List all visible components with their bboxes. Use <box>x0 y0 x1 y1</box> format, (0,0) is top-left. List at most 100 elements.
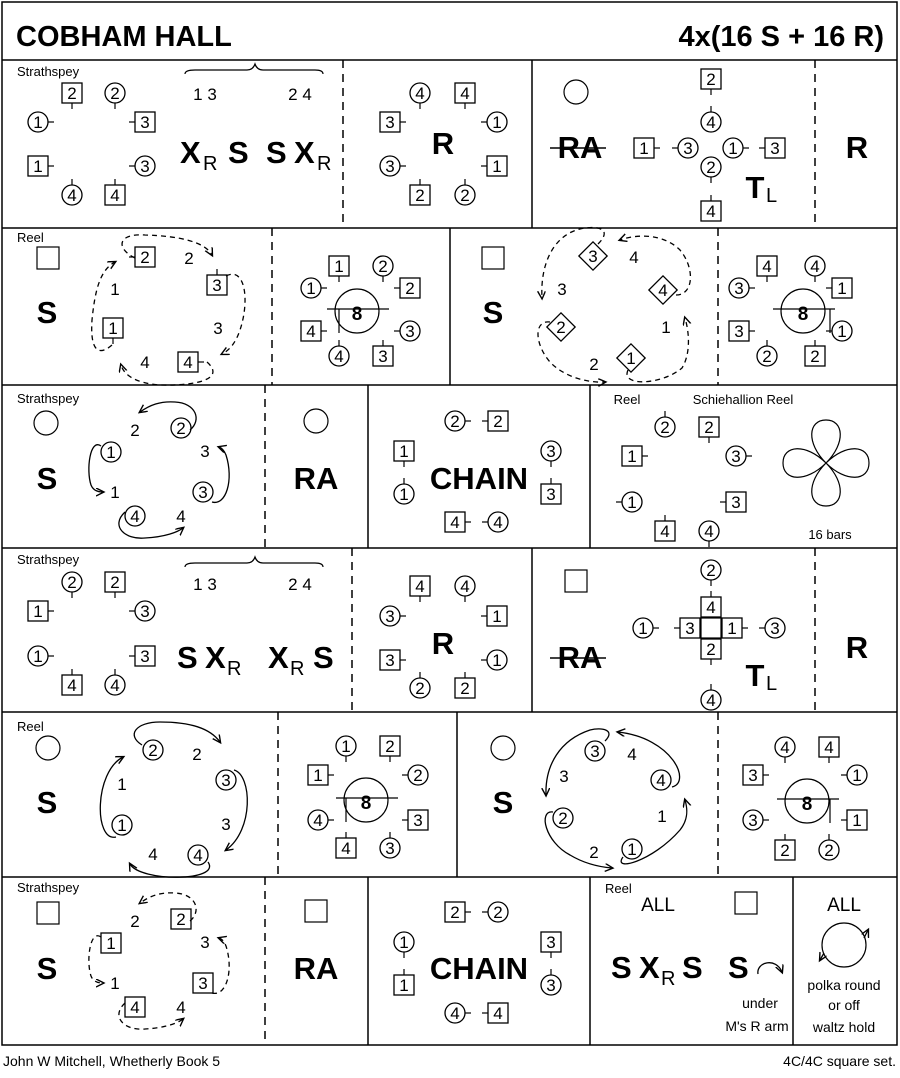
man-1: 1 <box>721 617 748 639</box>
woman-3: 3 <box>742 809 769 831</box>
couples-1-3: 1 3 <box>193 575 217 594</box>
tempo-label: Strathspey <box>17 64 80 79</box>
reel-number: 8 <box>802 794 813 815</box>
all-label: ALL <box>827 895 861 916</box>
dancer-number: 2 <box>413 766 422 785</box>
dancer-number: 2 <box>67 573 76 592</box>
track-arrow <box>542 226 605 298</box>
dancer-number: 1 <box>837 322 846 341</box>
man-4: 4 <box>454 82 476 109</box>
note-text: polka round <box>807 977 880 993</box>
dancer-number: 1 <box>837 279 846 298</box>
track-arrow <box>88 444 103 492</box>
woman-1: 1 <box>841 764 868 786</box>
dancer-number: 2 <box>450 903 459 922</box>
man-1: 1 <box>328 255 350 282</box>
dancer-number: 1 <box>627 493 636 512</box>
figure-text: T <box>746 170 765 205</box>
track-arrow <box>620 800 687 865</box>
woman-2: 2 <box>142 739 164 761</box>
figure-text: CHAIN <box>430 461 528 496</box>
man-3: 3 <box>129 111 156 133</box>
tempo-label: Strathspey <box>17 391 80 406</box>
dancer-number: 1 <box>106 443 115 462</box>
dancer-number: 4 <box>810 257 819 276</box>
dancer-number: 4 <box>130 507 139 526</box>
figure-text: R <box>432 626 454 661</box>
dancer-number: 3 <box>140 602 149 621</box>
woman-2: 2 <box>756 340 778 367</box>
woman-2: 2 <box>552 807 574 829</box>
track-arrow <box>226 769 248 850</box>
dancer-number: 1 <box>399 442 408 461</box>
woman-4: 4 <box>307 809 334 831</box>
man-3: 3 <box>742 764 769 786</box>
dancer-number: 4 <box>67 186 76 205</box>
dance-title: COBHAM HALL <box>16 21 232 53</box>
note-text: or off <box>828 997 860 1013</box>
dancer-number: 4 <box>67 676 76 695</box>
man-4: 4 <box>654 515 676 542</box>
track-arrow <box>140 401 197 431</box>
woman-4: 4 <box>444 1002 471 1024</box>
woman-circle-icon <box>100 441 122 463</box>
track-arrow <box>99 757 123 838</box>
dancer-number: 3 <box>590 742 599 761</box>
dancer-number: 3 <box>685 619 694 638</box>
dancer-number: 1 <box>33 602 42 621</box>
tempo-label: Reel <box>614 392 641 407</box>
dancer-number: 3 <box>683 139 692 158</box>
woman-3: 3 <box>192 481 214 503</box>
man-4: 4 <box>124 996 146 1018</box>
dancer-number: 3 <box>748 811 757 830</box>
set-type: 4C/4C square set. <box>783 1053 896 1069</box>
track-arrow <box>118 511 183 539</box>
dancer-number: 2 <box>460 186 469 205</box>
woman-4: 4 <box>698 520 720 547</box>
centre-square <box>700 617 722 639</box>
man-square-icon <box>192 972 214 994</box>
woman-3: 3 <box>379 155 406 177</box>
dancer-number: 4 <box>450 1004 459 1023</box>
woman-2: 2 <box>61 571 83 598</box>
woman-4: 4 <box>409 82 431 109</box>
dancer-number: 1 <box>341 737 350 756</box>
figure-subscript: L <box>766 185 777 207</box>
man-2: 2 <box>700 638 722 665</box>
man-diamond-1: 1 <box>615 342 647 374</box>
dancer-number: 2 <box>415 679 424 698</box>
woman-1: 1 <box>481 111 508 133</box>
outer-border <box>1 1 898 1046</box>
dancer-number: 4 <box>110 186 119 205</box>
woman-circle-icon <box>187 844 209 866</box>
figure-text: X <box>180 135 201 170</box>
man-2: 2 <box>698 416 720 443</box>
dancer-number: 4 <box>660 522 669 541</box>
ladies-lead-circle-icon <box>35 735 61 761</box>
reel-of-eight-icon <box>343 777 389 823</box>
dancer-number: 3 <box>731 447 740 466</box>
dancer-number: 3 <box>140 647 149 666</box>
dancer-number: 2 <box>385 737 394 756</box>
dancer-number: 2 <box>176 419 185 438</box>
dancer-number: 3 <box>378 347 387 366</box>
figure-text: S <box>493 785 514 820</box>
woman-3: 3 <box>129 155 156 177</box>
note-text: under <box>742 995 778 1011</box>
man-2: 2 <box>444 901 471 923</box>
men-lead-square-icon <box>481 246 505 270</box>
ladies-lead-circle-icon <box>33 410 59 436</box>
tempo-label: Strathspey <box>17 552 80 567</box>
place-number: 2 <box>130 912 139 931</box>
figure-text: X <box>294 135 315 170</box>
dancer-number: 3 <box>734 322 743 341</box>
dancer-number: 4 <box>493 1004 502 1023</box>
track-arrow <box>864 930 868 939</box>
figure-subscript: L <box>766 673 777 695</box>
woman-2: 2 <box>444 410 471 432</box>
reel-number: 8 <box>352 304 363 325</box>
figure-text: R <box>432 126 454 161</box>
figure-text: S <box>177 640 198 675</box>
